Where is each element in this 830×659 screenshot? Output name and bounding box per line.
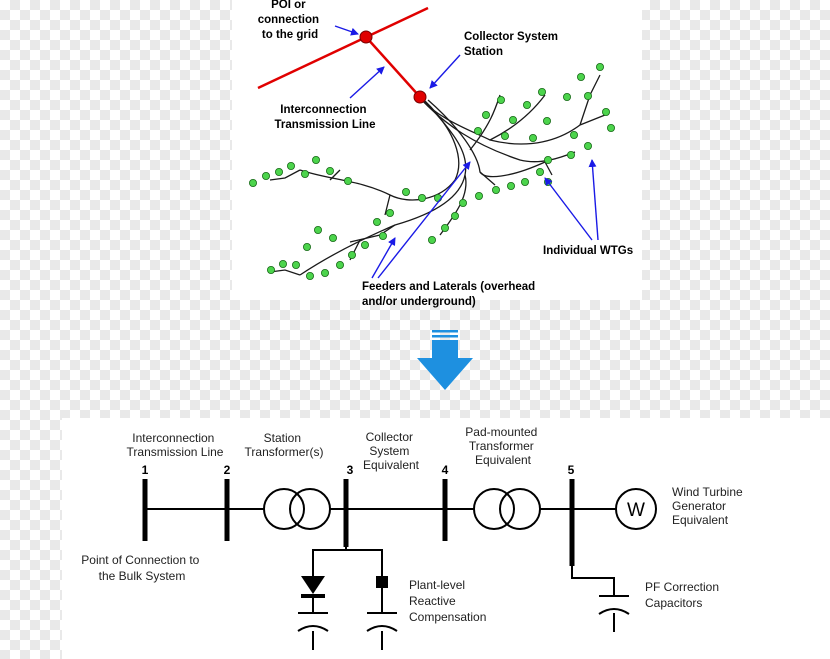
poi-node — [359, 30, 373, 44]
pf-capacitor-label: PF Correction Capacitors — [645, 580, 722, 610]
generator-label: Wind Turbine Generator Equivalent — [672, 485, 746, 527]
annotation-arrows — [334, 25, 599, 279]
collector-station-node — [413, 90, 427, 104]
pf-capacitor-icon — [598, 595, 630, 615]
feeders-label: Feeders and Laterals (overhead and/or un… — [362, 281, 538, 308]
down-arrow-icon — [417, 330, 473, 390]
bus-number: 3 — [347, 463, 354, 477]
capacitor-icon — [366, 612, 398, 632]
poc-label: Point of Connection to the Bulk System — [81, 553, 202, 583]
thyristor-icon — [301, 576, 325, 598]
collector-station-label: Collector System Station — [464, 31, 561, 58]
one-line-lines — [145, 508, 616, 650]
poi-label: POI or connection to the grid — [258, 0, 323, 41]
padmount-transformer-icon — [473, 488, 541, 530]
switch-icon — [376, 576, 388, 588]
bus-number: 1 — [142, 463, 149, 477]
collector-equivalent-label: Collector System Equivalent — [363, 430, 420, 472]
bus-number: 2 — [224, 463, 231, 477]
interconnection-line-label: Interconnection Transmission Line — [275, 104, 376, 131]
plant-compensation-label: Plant-level Reactive Compensation — [409, 578, 486, 624]
station-transformer-icon — [263, 488, 331, 530]
station-transformer-label: Station Transformer(s) — [245, 431, 324, 459]
padmount-equivalent-label: Pad-mounted Transformer Equivalent — [465, 425, 540, 467]
wtg-label: Individual WTGs — [543, 245, 633, 257]
interconnection-line-label: Interconnection Transmission Line — [127, 431, 224, 459]
capacitor-icon — [297, 612, 329, 632]
wtg-markers — [248, 63, 616, 280]
grid-transmission-line — [257, 6, 429, 98]
svg-text:W: W — [627, 500, 645, 521]
bus-number: 4 — [442, 463, 449, 477]
collector-system-panel — [232, 0, 642, 300]
bus-bars — [142, 479, 575, 566]
bus-number: 5 — [568, 463, 575, 477]
wind-generator-icon: W — [615, 488, 657, 530]
